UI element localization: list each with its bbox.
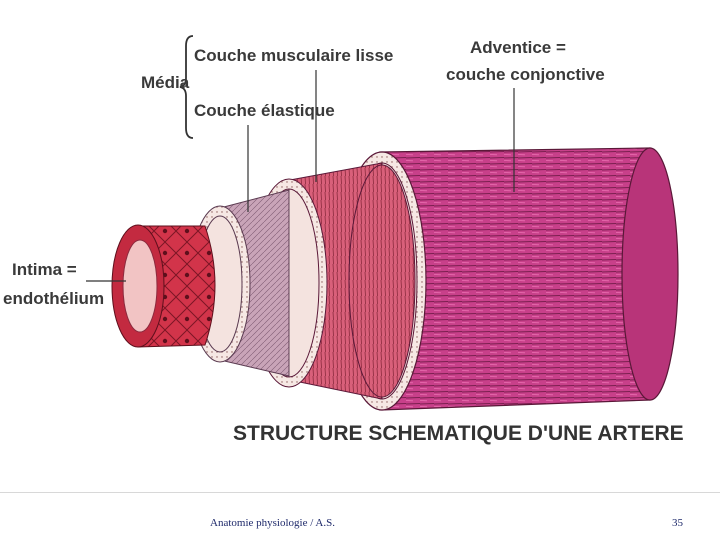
- intima-layer: [111, 224, 216, 348]
- page-number: 35: [672, 517, 683, 529]
- media-brace: [179, 35, 194, 139]
- couche-musculaire-label: Couche musculaire lisse: [194, 46, 393, 65]
- adventice-label-2: couche conjonctive: [446, 65, 605, 84]
- diagram-caption: STRUCTURE SCHEMATIQUE D'UNE ARTERE: [233, 422, 684, 445]
- couche-elastique-label: Couche élastique: [194, 101, 335, 120]
- lumen: [122, 239, 158, 333]
- adventice-label-1: Adventice =: [470, 38, 566, 57]
- intima-label-2: endothélium: [3, 289, 104, 308]
- footer-text: Anatomie physiologie / A.S.: [210, 517, 335, 529]
- media-label: Média: [141, 73, 190, 92]
- leader-lines: [86, 70, 515, 282]
- intima-label-1: Intima =: [12, 260, 77, 279]
- slide-footer: Anatomie physiologie / A.S. 35: [0, 492, 720, 541]
